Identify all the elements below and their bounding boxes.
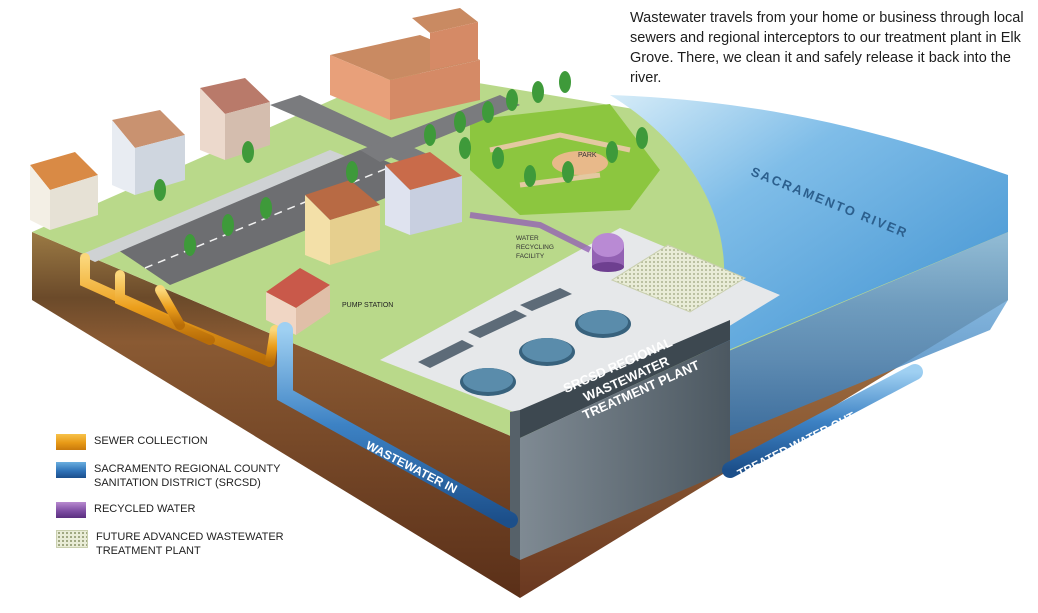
- recycled-water-swatch: [56, 502, 86, 518]
- future-plant-swatch: [56, 530, 88, 548]
- apartment-building: [330, 8, 480, 120]
- future-plant-area: [610, 244, 747, 313]
- legend-label: FUTURE ADVANCED WASTEWATER TREATMENT PLA…: [96, 531, 284, 557]
- sewer-collection-swatch: [56, 434, 86, 450]
- legend-item-future-plant: FUTURE ADVANCED WASTEWATER TREATMENT PLA…: [56, 530, 336, 558]
- trees: [154, 71, 648, 256]
- pump-station-label: PUMP STATION: [342, 302, 393, 309]
- river-cross-section: [700, 232, 1008, 440]
- legend-label: SEWER COLLECTION: [94, 435, 208, 447]
- river: [610, 95, 1008, 362]
- legend-item-recycled-water: RECYCLED WATER: [56, 502, 336, 518]
- houses: [30, 78, 462, 265]
- sewer-collection-pipes: [80, 253, 280, 367]
- legend-item-srcsd: SACRAMENTO REGIONAL COUNTY SANITATION DI…: [56, 462, 336, 490]
- srcsd-swatch: [56, 462, 86, 478]
- treated-water-out-pipe: [722, 364, 923, 478]
- soil-left-face: [32, 232, 520, 598]
- park-label: PARK: [578, 152, 597, 159]
- legend-item-sewer-collection: SEWER COLLECTION: [56, 434, 336, 450]
- recycled-water-pipe: [469, 212, 592, 253]
- recycling-facility-label: WATER RECYCLING FACILITY: [516, 235, 556, 260]
- clarifier-tanks: [460, 310, 631, 396]
- intro-text: Wastewater travels from your home or bus…: [630, 10, 1024, 86]
- water-recycling-facility: [592, 233, 624, 272]
- legend-label: RECYCLED WATER: [94, 503, 196, 515]
- aeration-basins: [418, 288, 572, 368]
- legend: SEWER COLLECTION SACRAMENTO REGIONAL COU…: [56, 434, 336, 570]
- wastewater-in-pipe: [277, 322, 518, 528]
- legend-label: SACRAMENTO REGIONAL COUNTY SANITATION DI…: [94, 463, 281, 489]
